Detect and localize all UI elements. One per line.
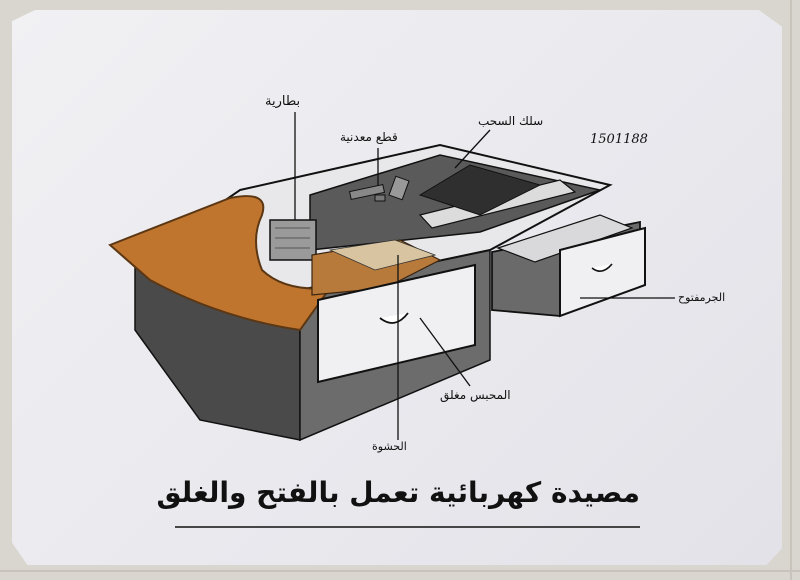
serial-number: 1501188: [590, 132, 648, 147]
metal-piece: [375, 195, 385, 201]
drawer-closed-label: المحبس مغلق: [440, 388, 511, 402]
battery-label: بطارية: [265, 94, 300, 109]
metal-pieces-label: قطع معدنية: [340, 130, 398, 144]
wire-label: سلك السحب: [478, 114, 543, 128]
drawer-open-label: الجرمفتوح: [678, 291, 725, 304]
bait-label: الحشوة: [372, 440, 407, 453]
poster-title: مصيدة كهربائية تعمل بالفتح والغلق: [180, 476, 640, 509]
battery-block: [270, 220, 316, 260]
